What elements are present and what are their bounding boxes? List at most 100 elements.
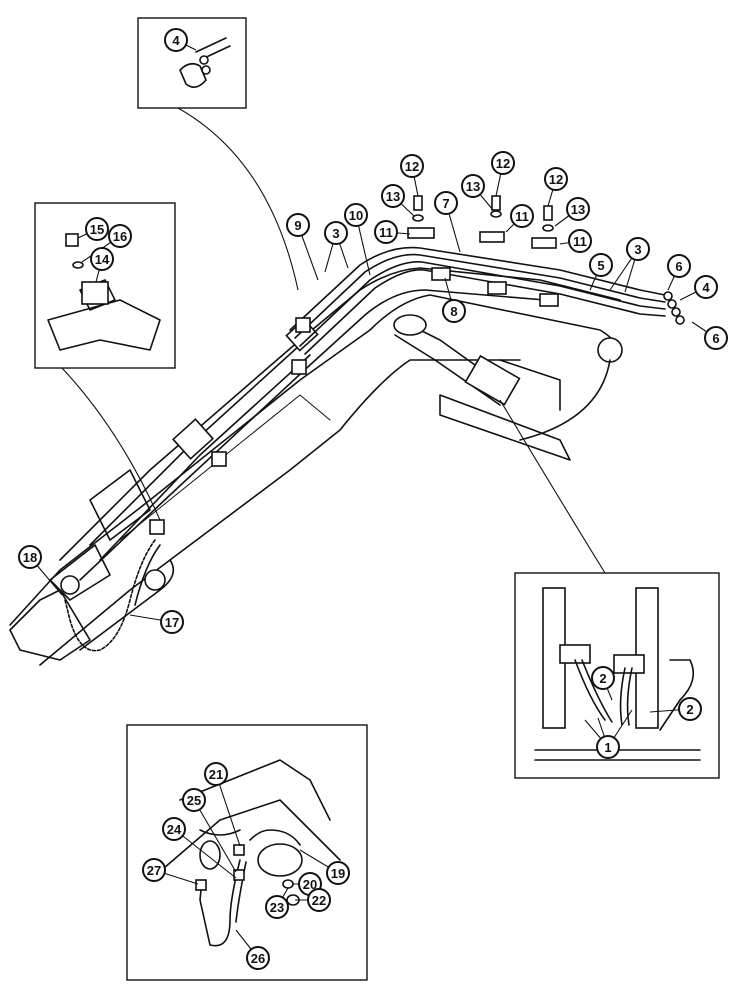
callout-circle [324, 221, 348, 245]
callout-number: 17 [165, 615, 179, 630]
callout-circle [18, 545, 42, 569]
callout-circle [162, 817, 186, 841]
callout-number: 6 [675, 259, 682, 274]
callout-circle [160, 610, 184, 634]
callout-number: 27 [147, 863, 161, 878]
callout-circle [182, 788, 206, 812]
callout-12: 12 [400, 154, 424, 178]
callout-circle [667, 254, 691, 278]
callout-number: 4 [172, 33, 180, 48]
callout-21: 21 [204, 762, 228, 786]
callout-circle [90, 247, 114, 271]
callout-27: 27 [142, 858, 166, 882]
callout-24: 24 [162, 817, 186, 841]
callout-12: 12 [491, 151, 515, 175]
callout-25: 25 [182, 788, 206, 812]
callout-17: 17 [160, 610, 184, 634]
callout-number: 5 [597, 258, 604, 273]
callout-number: 13 [466, 179, 480, 194]
callout-number: 22 [312, 893, 326, 908]
callout-5: 5 [589, 253, 613, 277]
callout-2: 2 [591, 666, 615, 690]
callout-number: 26 [251, 951, 265, 966]
callout-4: 4 [164, 28, 188, 52]
callout-number: 15 [90, 222, 104, 237]
callout-circle [442, 299, 466, 323]
callout-12: 12 [544, 167, 568, 191]
callout-number: 12 [496, 156, 510, 171]
callout-9: 9 [286, 213, 310, 237]
callout-2: 2 [678, 697, 702, 721]
callout-circle [596, 735, 620, 759]
callout-circle [307, 888, 331, 912]
callout-10: 10 [344, 203, 368, 227]
callout-number: 23 [270, 900, 284, 915]
callout-number: 21 [209, 767, 223, 782]
callout-number: 19 [331, 866, 345, 881]
callout-number: 18 [23, 550, 37, 565]
boom-illustration [9, 195, 685, 666]
callout-circle [326, 861, 350, 885]
callout-number: 10 [349, 208, 363, 223]
callout-4: 4 [694, 275, 718, 299]
callout-circle [381, 184, 405, 208]
callout-number: 7 [442, 196, 449, 211]
callout-number: 4 [702, 280, 710, 295]
callout-23: 23 [265, 895, 289, 919]
callout-circle [568, 229, 592, 253]
callout-number: 11 [573, 234, 587, 249]
callout-number: 2 [686, 702, 693, 717]
callout-number: 25 [187, 793, 201, 808]
callout-13: 13 [381, 184, 405, 208]
callout-7: 7 [434, 191, 458, 215]
callout-circle [544, 167, 568, 191]
callout-circle [265, 895, 289, 919]
callout-26: 26 [246, 946, 270, 970]
callout-circle [164, 28, 188, 52]
callout-circle [694, 275, 718, 299]
callout-circle [400, 154, 424, 178]
callout-circle [142, 858, 166, 882]
callout-circle [678, 697, 702, 721]
callout-14: 14 [90, 247, 114, 271]
callout-circle [108, 224, 132, 248]
callout-number: 12 [405, 159, 419, 174]
callout-number: 2 [599, 671, 606, 686]
callout-13: 13 [461, 174, 485, 198]
callout-number: 3 [634, 242, 641, 257]
callout-number: 20 [303, 877, 317, 892]
callout-number: 6 [712, 331, 719, 346]
callout-3: 3 [324, 221, 348, 245]
inset-bottom-hose [126, 724, 368, 981]
callout-6: 6 [704, 326, 728, 350]
callout-circle [704, 326, 728, 350]
callout-circle [246, 946, 270, 970]
callout-circle [286, 213, 310, 237]
callout-8: 8 [442, 299, 466, 323]
callout-circle [461, 174, 485, 198]
callout-11: 11 [510, 204, 534, 228]
callout-number: 12 [549, 172, 563, 187]
callout-circle [491, 151, 515, 175]
callout-18: 18 [18, 545, 42, 569]
callout-number: 13 [386, 189, 400, 204]
callout-1: 1 [596, 735, 620, 759]
callout-number: 24 [167, 822, 182, 837]
callout-number: 14 [95, 252, 110, 267]
callout-15: 15 [85, 217, 109, 241]
callout-16: 16 [108, 224, 132, 248]
callout-11: 11 [568, 229, 592, 253]
callout-number: 1 [604, 740, 611, 755]
callout-number: 8 [450, 304, 457, 319]
callout-number: 11 [379, 225, 393, 240]
callout-circle [510, 204, 534, 228]
callout-circle [434, 191, 458, 215]
callout-19: 19 [326, 861, 350, 885]
callout-number: 16 [113, 229, 127, 244]
callout-3: 3 [626, 237, 650, 261]
callout-circle [344, 203, 368, 227]
callout-13: 13 [566, 197, 590, 221]
callout-circle [589, 253, 613, 277]
inset-cylinders [499, 399, 720, 779]
